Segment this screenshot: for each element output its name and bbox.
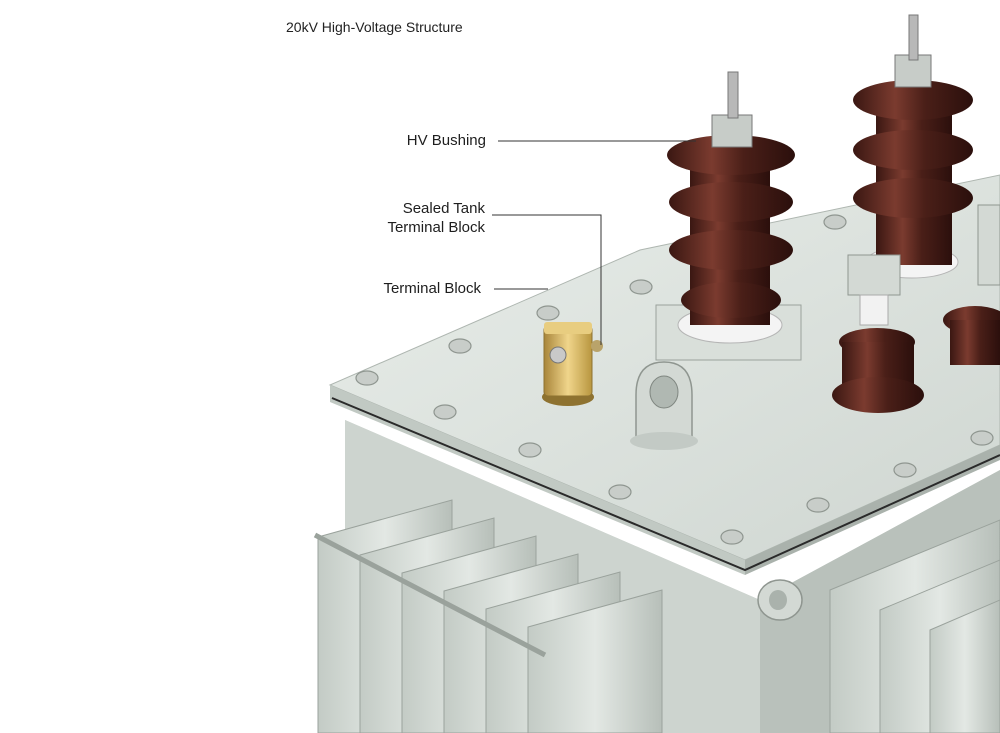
- hv-bushing-left: [655, 71, 802, 361]
- lid-bolts: [355, 214, 994, 545]
- callout-hv-bushing: HV Bushing: [406, 132, 486, 149]
- terminal-block-brass: [542, 322, 603, 406]
- radiator-fins-right: [829, 519, 1000, 733]
- radiator-fins-left: [313, 499, 663, 733]
- leader-sealed-tank: [492, 214, 602, 345]
- callout-terminal-block: Terminal Block: [383, 280, 481, 297]
- side-lug: [757, 579, 803, 621]
- callout-sealed-tank-line2: Terminal Block: [387, 219, 485, 236]
- lifting-lug: [630, 361, 698, 450]
- diagram-title: 20kV High-Voltage Structure: [286, 19, 463, 35]
- callout-sealed-tank-line1: Sealed Tank: [402, 200, 485, 217]
- callout-sealed-tank: Sealed Tank Terminal Block: [300, 199, 485, 237]
- lv-bushing: [832, 204, 1000, 413]
- hv-bushing-right: [853, 14, 973, 279]
- leader-lines: [492, 140, 696, 345]
